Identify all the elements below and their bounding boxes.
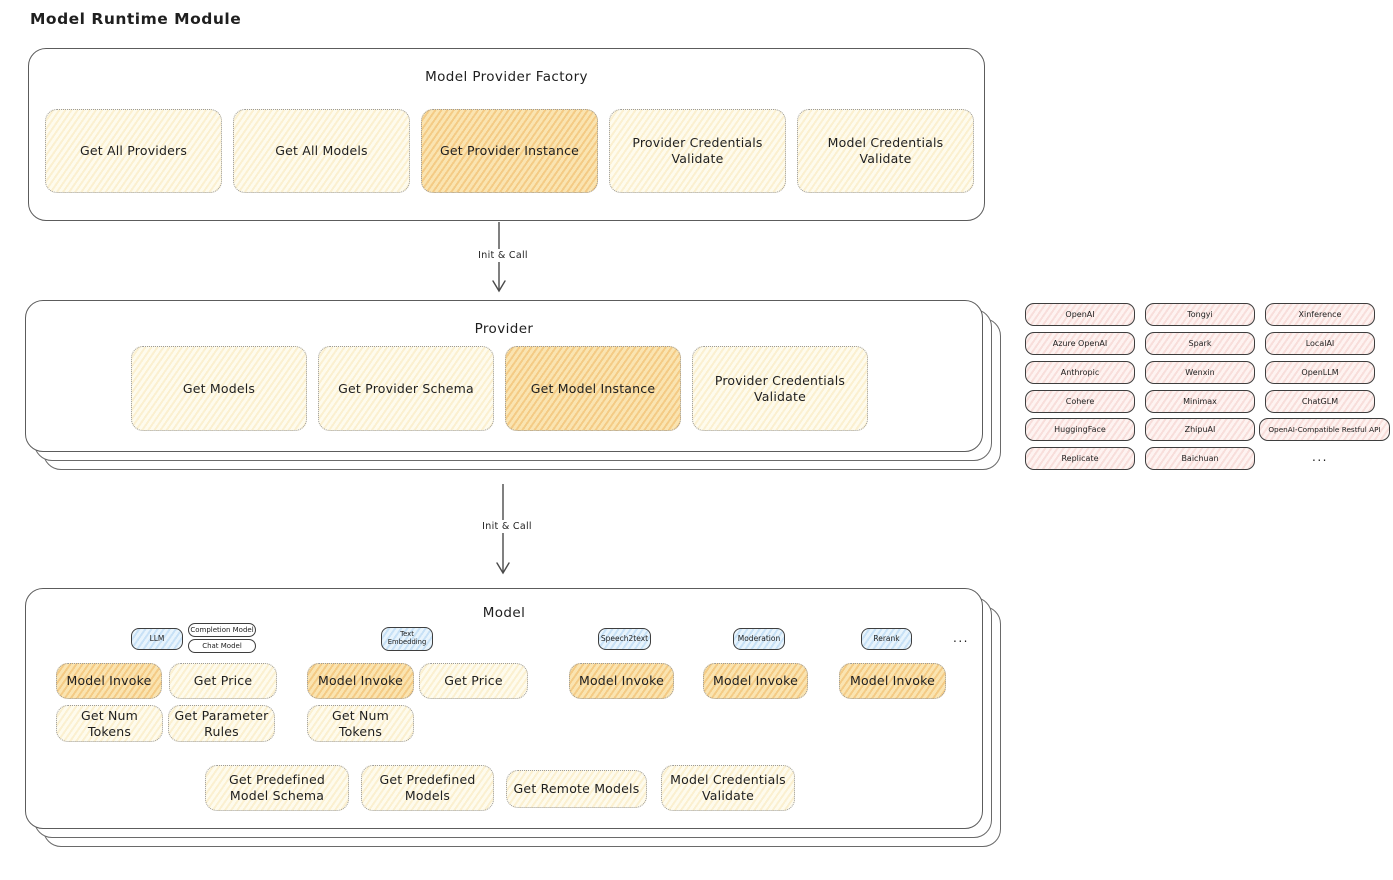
model-type-tag-llm: LLM [131,628,183,650]
factory-box-provider-credentials-validate: Provider Credentials Validate [609,109,786,193]
provider-pill-huggingface: HuggingFace [1025,418,1135,441]
factory-box-model-credentials-validate: Model Credentials Validate [797,109,974,193]
model-type-tag-completion-model: Completion Model [188,623,256,637]
model-op-get-num-tokens-llm: Get Num Tokens [56,705,163,742]
provider-pill-minimax: Minimax [1145,390,1255,413]
model-op-get-predefined-model-schema: Get Predefined Model Schema [205,765,349,811]
model-title: Model [482,605,526,621]
diagram-title: Model Runtime Module [30,10,242,28]
factory-box-get-all-providers: Get All Providers [45,109,222,193]
provider-pill-tongyi: Tongyi [1145,303,1255,326]
init-call-label-2: Init & Call [465,520,549,533]
provider-pill-zhipuai: ZhipuAI [1145,418,1255,441]
model-type-tag-rerank: Rerank [861,628,912,650]
provider-pill-azure-openai: Azure OpenAI [1025,332,1135,355]
model-op-model-credentials-validate: Model Credentials Validate [661,765,795,811]
model-op-get-price-text-embedding: Get Price [419,663,528,699]
provider-pill-wenxin: Wenxin [1145,361,1255,384]
model-type-tag-text-embedding: Text Embedding [381,627,433,651]
model-op-invoke-llm: Model Invoke [56,663,162,699]
provider-pill-anthropic: Anthropic [1025,361,1135,384]
provider-title: Provider [474,321,534,337]
model-op-invoke-text-embedding: Model Invoke [307,663,414,699]
provider-panel: Provider Get Models Get Provider Schema … [25,300,983,452]
provider-pill-openai: OpenAI [1025,303,1135,326]
model-op-get-price-llm: Get Price [169,663,277,699]
provider-pill-replicate: Replicate [1025,447,1135,470]
factory-box-get-all-models: Get All Models [233,109,410,193]
init-call-label-1: Init & Call [461,249,545,262]
provider-pill-openai-compatible-restful-api: OpenAI-Compatible Restful API [1259,418,1390,441]
factory-box-get-provider-instance: Get Provider Instance [421,109,598,193]
provider-box-provider-credentials-validate: Provider Credentials Validate [692,346,868,431]
provider-grid-more: ... [1312,450,1328,464]
model-op-get-remote-models: Get Remote Models [506,770,647,808]
model-panel: Model LLM Completion Model Chat Model Te… [25,588,983,829]
provider-box-get-provider-schema: Get Provider Schema [318,346,494,431]
model-type-tag-chat-model: Chat Model [188,639,256,653]
model-types-more: ... [953,631,969,645]
model-op-invoke-rerank: Model Invoke [839,663,946,699]
model-type-tag-moderation: Moderation [733,628,785,650]
provider-pill-cohere: Cohere [1025,390,1135,413]
provider-box-get-model-instance: Get Model Instance [505,346,681,431]
provider-pill-spark: Spark [1145,332,1255,355]
model-op-invoke-speech2text: Model Invoke [569,663,674,699]
model-op-get-num-tokens-text-embedding: Get Num Tokens [307,705,414,742]
provider-pill-chatglm: ChatGLM [1265,390,1375,413]
model-type-tag-speech2text: Speech2text [598,628,651,650]
provider-box-get-models: Get Models [131,346,307,431]
provider-pill-localai: LocalAI [1265,332,1375,355]
provider-pill-openllm: OpenLLM [1265,361,1375,384]
model-op-invoke-moderation: Model Invoke [703,663,808,699]
provider-pill-baichuan: Baichuan [1145,447,1255,470]
provider-pill-xinference: Xinference [1265,303,1375,326]
model-op-get-predefined-models: Get Predefined Models [361,765,494,811]
model-op-get-parameter-rules-llm: Get Parameter Rules [168,705,275,742]
factory-title: Model Provider Factory [425,69,588,85]
factory-panel: Model Provider Factory Get All Providers… [28,48,985,221]
